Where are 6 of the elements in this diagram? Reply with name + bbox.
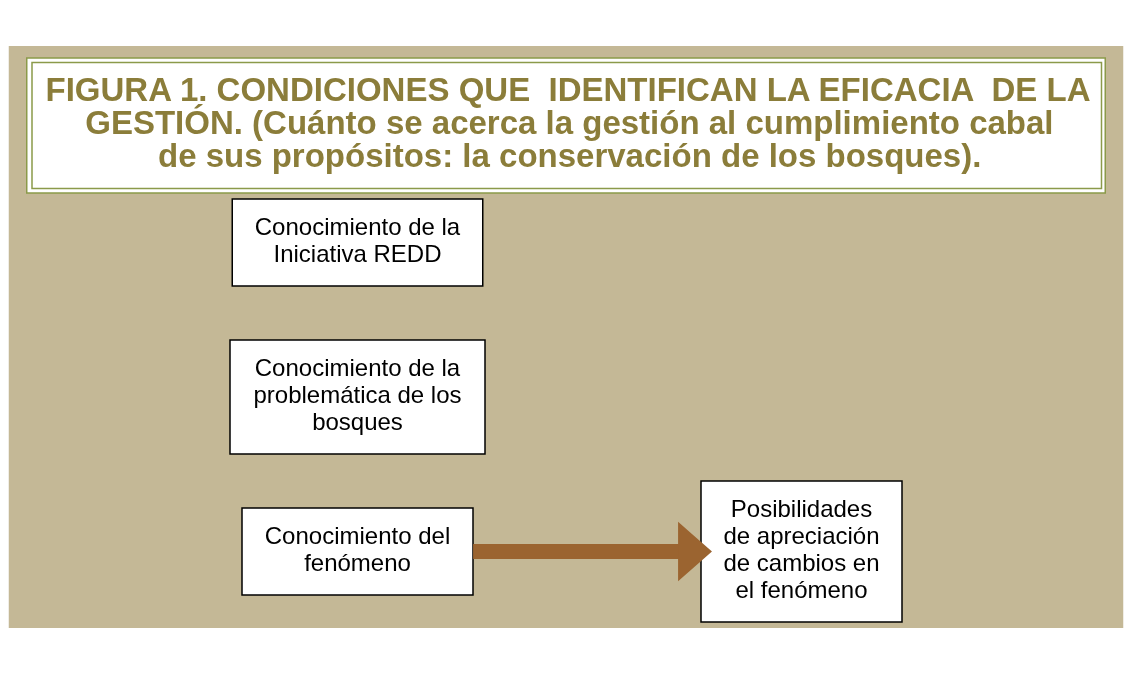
node-box: Conocimiento del fenómeno <box>241 506 474 596</box>
diagram-title: FIGURA 1. CONDICIONES QUE IDENTIFICAN LA EFICACIA DE LA GESTIÓN. (Cuánto se acerca la gestión al cumplimiento cabal de sus propósitos: la conservación de los bosques). <box>45 70 1091 174</box>
node-box: Posibilidades de apreciación de cambios en el fenómeno <box>700 479 903 623</box>
node-box: Conocimiento de la problemática de los bosques <box>229 338 486 455</box>
arrow <box>473 521 712 581</box>
node-box: Conocimiento de la Iniciativa REDD <box>231 197 484 287</box>
